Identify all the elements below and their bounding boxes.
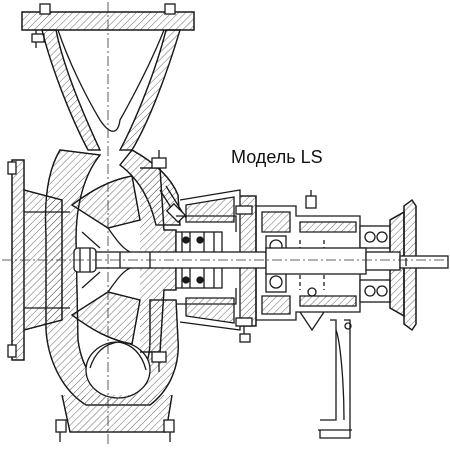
shaft (95, 247, 449, 275)
discharge-nozzle (41, 29, 181, 151)
bearing-housing (255, 190, 361, 332)
impeller (70, 175, 141, 345)
casing-foot (55, 394, 175, 442)
bearing-frame-foot (318, 319, 352, 439)
model-label: Модель LS (231, 147, 323, 168)
